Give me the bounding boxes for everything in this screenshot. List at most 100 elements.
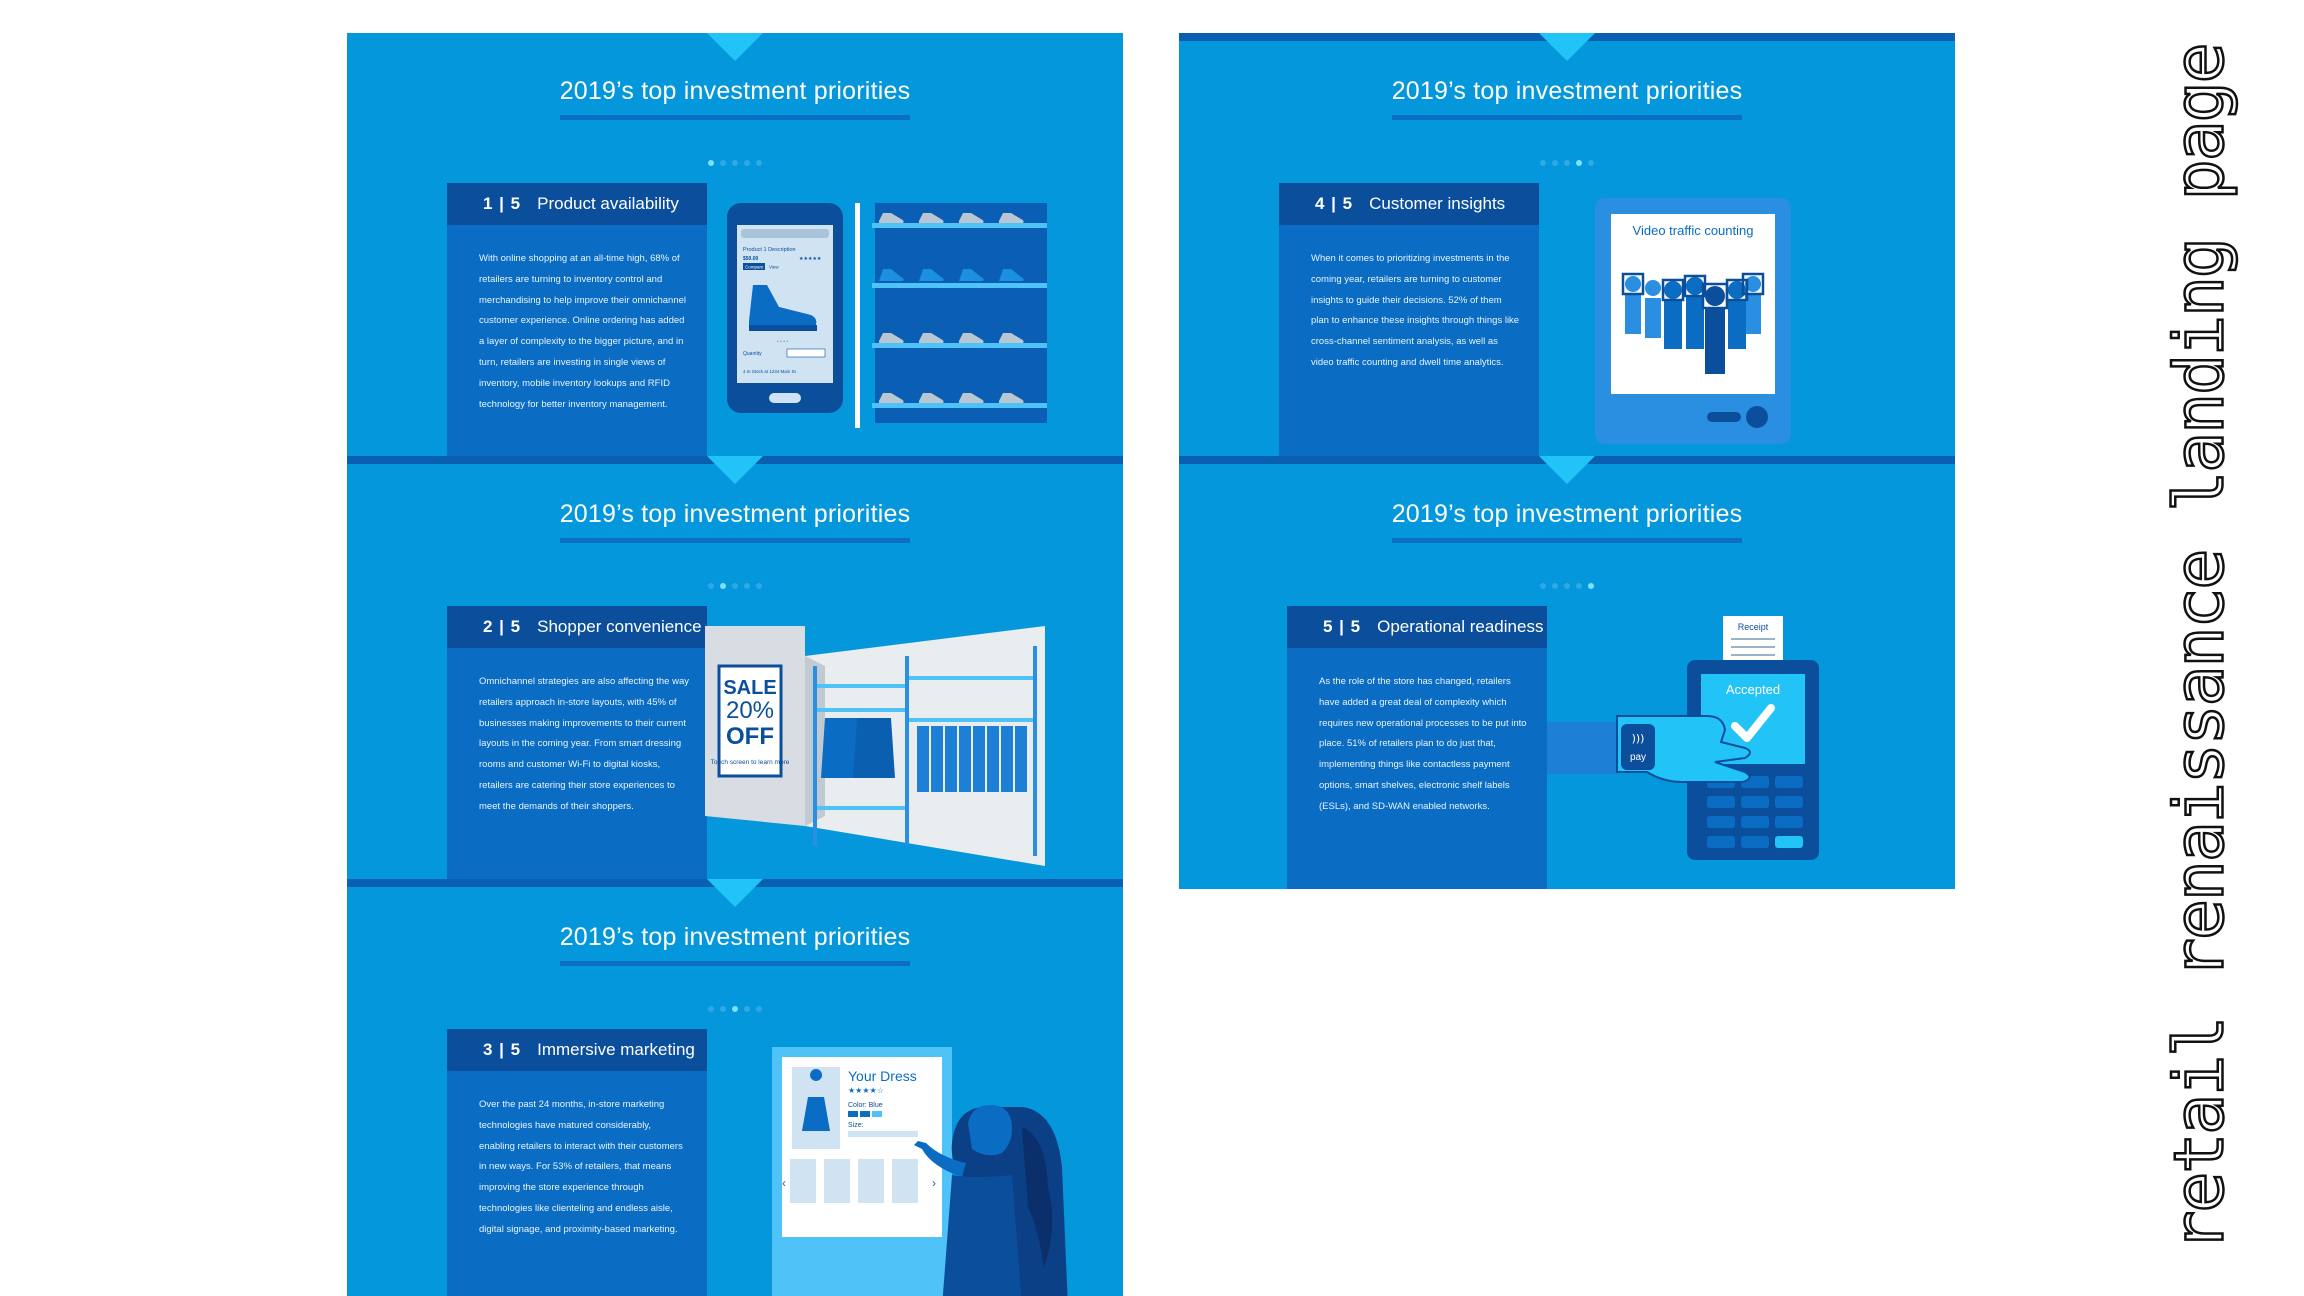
pagination-dots[interactable] [1540,160,1594,166]
card-header: 5 | 5 Operational readiness [1287,606,1547,648]
card-header: 2 | 5 Shopper convenience [447,606,707,648]
dot-2[interactable] [1552,160,1558,166]
step-number: 3 | 5 [483,1040,522,1059]
dot-2[interactable] [720,1006,726,1012]
dot-5[interactable] [756,583,762,589]
dot-5[interactable] [756,1006,762,1012]
dot-1[interactable] [708,1006,714,1012]
sale-kiosk [717,664,783,778]
smartwatch [1621,724,1655,770]
svg-text:• • • •: • • • • [777,339,788,345]
dot-2[interactable] [720,583,726,589]
panel-pointer [707,879,763,907]
dot-2[interactable] [1552,583,1558,589]
dot-5[interactable] [1588,583,1594,589]
pagination-dots[interactable] [708,160,762,166]
panel-title: 2019’s top investment priorities [559,923,911,951]
dot-1[interactable] [708,160,714,166]
card-heading: Immersive marketing [537,1040,695,1059]
dot-1[interactable] [1540,583,1546,589]
dot-4[interactable] [744,160,750,166]
dot-1[interactable] [708,583,714,589]
card-body: As the role of the store has changed, re… [1319,676,1527,812]
receipt [1723,616,1783,668]
step-number: 5 | 5 [1323,617,1362,636]
phone-quantity: Quantity [743,351,762,357]
chevron-left-icon[interactable]: ‹ [782,1176,786,1190]
dot-1[interactable] [1540,160,1546,166]
dot-3[interactable] [732,160,738,166]
panel-product-availability: 2019’s top investment priorities 1 | 5 P… [347,33,1123,456]
title-underline [560,115,910,120]
phone-view: View [769,265,779,270]
card-heading: Shopper convenience [537,617,702,636]
dress-icon [802,1069,830,1131]
dot-3[interactable] [1564,160,1570,166]
checkmark-icon [1731,704,1775,742]
panel-operational-readiness: 2019’s top investment priorities 5 | 5 O… [1179,456,1955,889]
chevron-right-icon[interactable]: › [932,1176,936,1190]
dot-2[interactable] [720,160,726,166]
info-card: 5 | 5 Operational readiness As the role … [1287,606,1547,889]
step-number: 1 | 5 [483,194,522,213]
title-underline [1392,538,1742,543]
tablet-home-button [1746,406,1768,428]
sleeve [1547,722,1617,774]
contactless-icon: ))) [1632,732,1645,745]
phone-stock: 4 In Stock at 1234 Main St [743,369,797,374]
info-card: 1 | 5 Product availability With online s… [447,183,707,456]
sale-line1: SALE [723,677,776,699]
panel-title: 2019’s top investment priorities [1391,500,1743,528]
shoe-shelves [872,203,1047,423]
panel-title: 2019’s top investment priorities [559,77,911,105]
card-body: Omnichannel strategies are also affectin… [479,676,689,812]
card-heading: Product availability [537,194,679,213]
payment-illustration: Receipt Accepted ))) pay [1547,616,1819,860]
dot-5[interactable] [1588,160,1594,166]
title-underline [1392,115,1742,120]
store-kiosk-illustration: SALE 20% OFF Touch screen to learn more [705,626,1045,866]
phone-shelves-illustration: Product 1 Description $50.00 ★★★★★ Compa… [727,203,1047,428]
accepted-label: Accepted [1726,682,1780,697]
info-card: 3 | 5 Immersive marketing Over the past … [447,1029,707,1296]
phone-product-desc: Product 1 Description [743,247,796,253]
panel-pointer [707,33,763,61]
card-header: 3 | 5 Immersive marketing [447,1029,707,1071]
sale-line2: 20% [726,697,774,724]
panel-pointer [707,456,763,484]
phone-home-button [769,393,801,403]
card-heading: Customer insights [1369,194,1506,213]
dot-5[interactable] [756,160,762,166]
side-title: retail renaissance landing page [2159,43,2241,1253]
pay-label: pay [1630,752,1646,763]
dot-4[interactable] [744,1006,750,1012]
sale-touch-text: Touch screen to learn more [711,759,790,766]
pagination-dots[interactable] [708,1006,762,1012]
clothing-racks [813,646,1037,856]
dot-3[interactable] [732,1006,738,1012]
dot-4[interactable] [744,583,750,589]
pagination-dots[interactable] [708,583,762,589]
card-heading: Operational readiness [1377,617,1544,636]
panel-pointer [1539,33,1595,61]
shoe-icon [749,285,817,327]
dot-4[interactable] [1576,583,1582,589]
screen-size: Size: [848,1122,864,1129]
info-card: 4 | 5 Customer insights When it comes to… [1279,183,1539,456]
dot-4[interactable] [1576,160,1582,166]
panel-title: 2019’s top investment priorities [1391,77,1743,105]
phone-compare: Compare [745,265,764,270]
dot-3[interactable] [1564,583,1570,589]
touchscreen-illustration: Your Dress ★★★★☆ Color: Blue Size: ‹ › [772,1047,1068,1296]
step-number: 4 | 5 [1315,194,1354,213]
pagination-dots[interactable] [1540,583,1594,589]
title-underline [560,538,910,543]
card-header: 1 | 5 Product availability [447,183,707,225]
phone-rating-icon: ★★★★★ [799,256,822,262]
woman-figure [914,1105,1068,1296]
receipt-label: Receipt [1738,622,1769,632]
card-body: Over the past 24 months, in-store market… [479,1099,683,1235]
title-underline [560,961,910,966]
dot-3[interactable] [732,583,738,589]
sale-line3: OFF [726,723,774,750]
